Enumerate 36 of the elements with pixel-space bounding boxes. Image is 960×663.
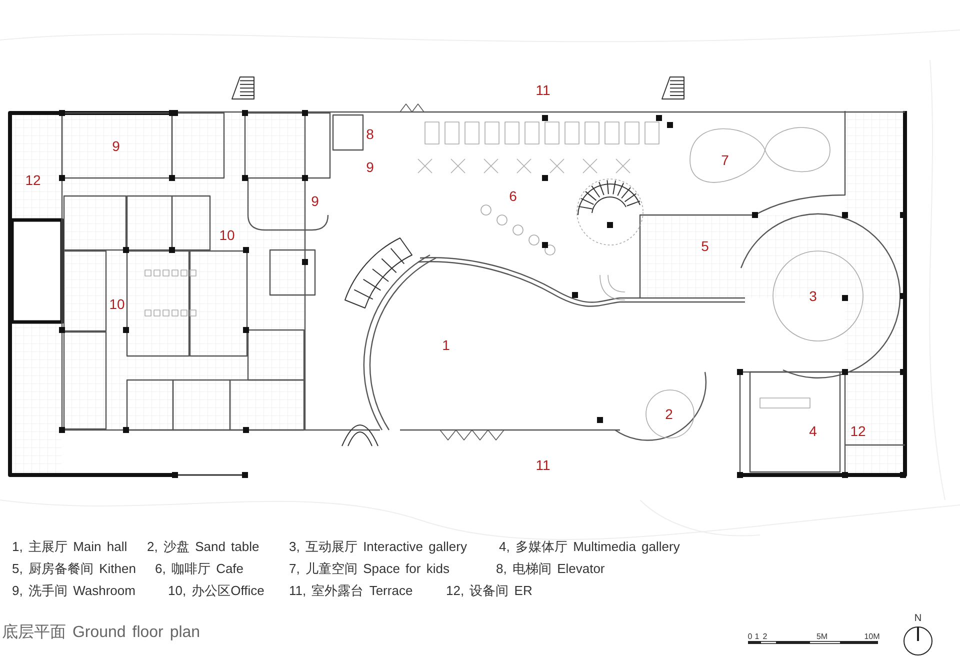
room-key-text: 12, 设备间 ER [446, 584, 532, 597]
room-number: 9 [366, 160, 374, 174]
scale-label: 0 [748, 633, 752, 641]
room-number: 9 [311, 194, 319, 208]
room-key-text: 2, 沙盘 Sand table [147, 540, 260, 553]
room-key-text: 10, 办公区Office [168, 584, 264, 597]
scale-label: 10M [864, 633, 880, 641]
room-key-text: 3, 互动展厅 Interactive gallery [289, 540, 467, 553]
room-number: 3 [809, 289, 817, 303]
room-key-text: 8, 电梯间 Elevator [496, 562, 605, 575]
scale-label: 1 [754, 633, 760, 641]
room-number: 12 [25, 173, 41, 187]
room-number: 8 [366, 127, 374, 141]
room-number: 12 [850, 424, 866, 438]
room-key-text: 4, 多媒体厅 Multimedia gallery [499, 540, 680, 553]
room-number: 7 [721, 153, 729, 167]
room-number: 9 [112, 139, 120, 153]
room-number: 2 [665, 407, 673, 421]
room-number: 1 [442, 338, 450, 352]
room-number: 4 [809, 424, 817, 438]
north-label: N [914, 614, 922, 624]
room-number: 10 [109, 297, 125, 311]
room-key-text: 9, 洗手间 Washroom [12, 584, 136, 597]
room-key-text: 1, 主展厅 Main hall [12, 540, 128, 553]
room-number: 10 [219, 228, 235, 242]
room-number: 11 [536, 83, 550, 97]
room-number: 6 [509, 189, 517, 203]
room-key-text: 5, 厨房备餐间 Kithen [12, 562, 136, 575]
plan-title: 底层平面 Ground floor plan [2, 622, 200, 643]
room-key-text: 7, 儿童空间 Space for kids [289, 562, 450, 575]
scale-label: 2 [762, 633, 768, 641]
scale-label: 5M [816, 633, 828, 641]
room-key-text: 6, 咖啡厅 Cafe [155, 562, 244, 575]
room-number: 11 [536, 458, 550, 472]
room-key-text: 11, 室外露台 Terrace [289, 584, 413, 597]
room-number: 5 [701, 239, 709, 253]
